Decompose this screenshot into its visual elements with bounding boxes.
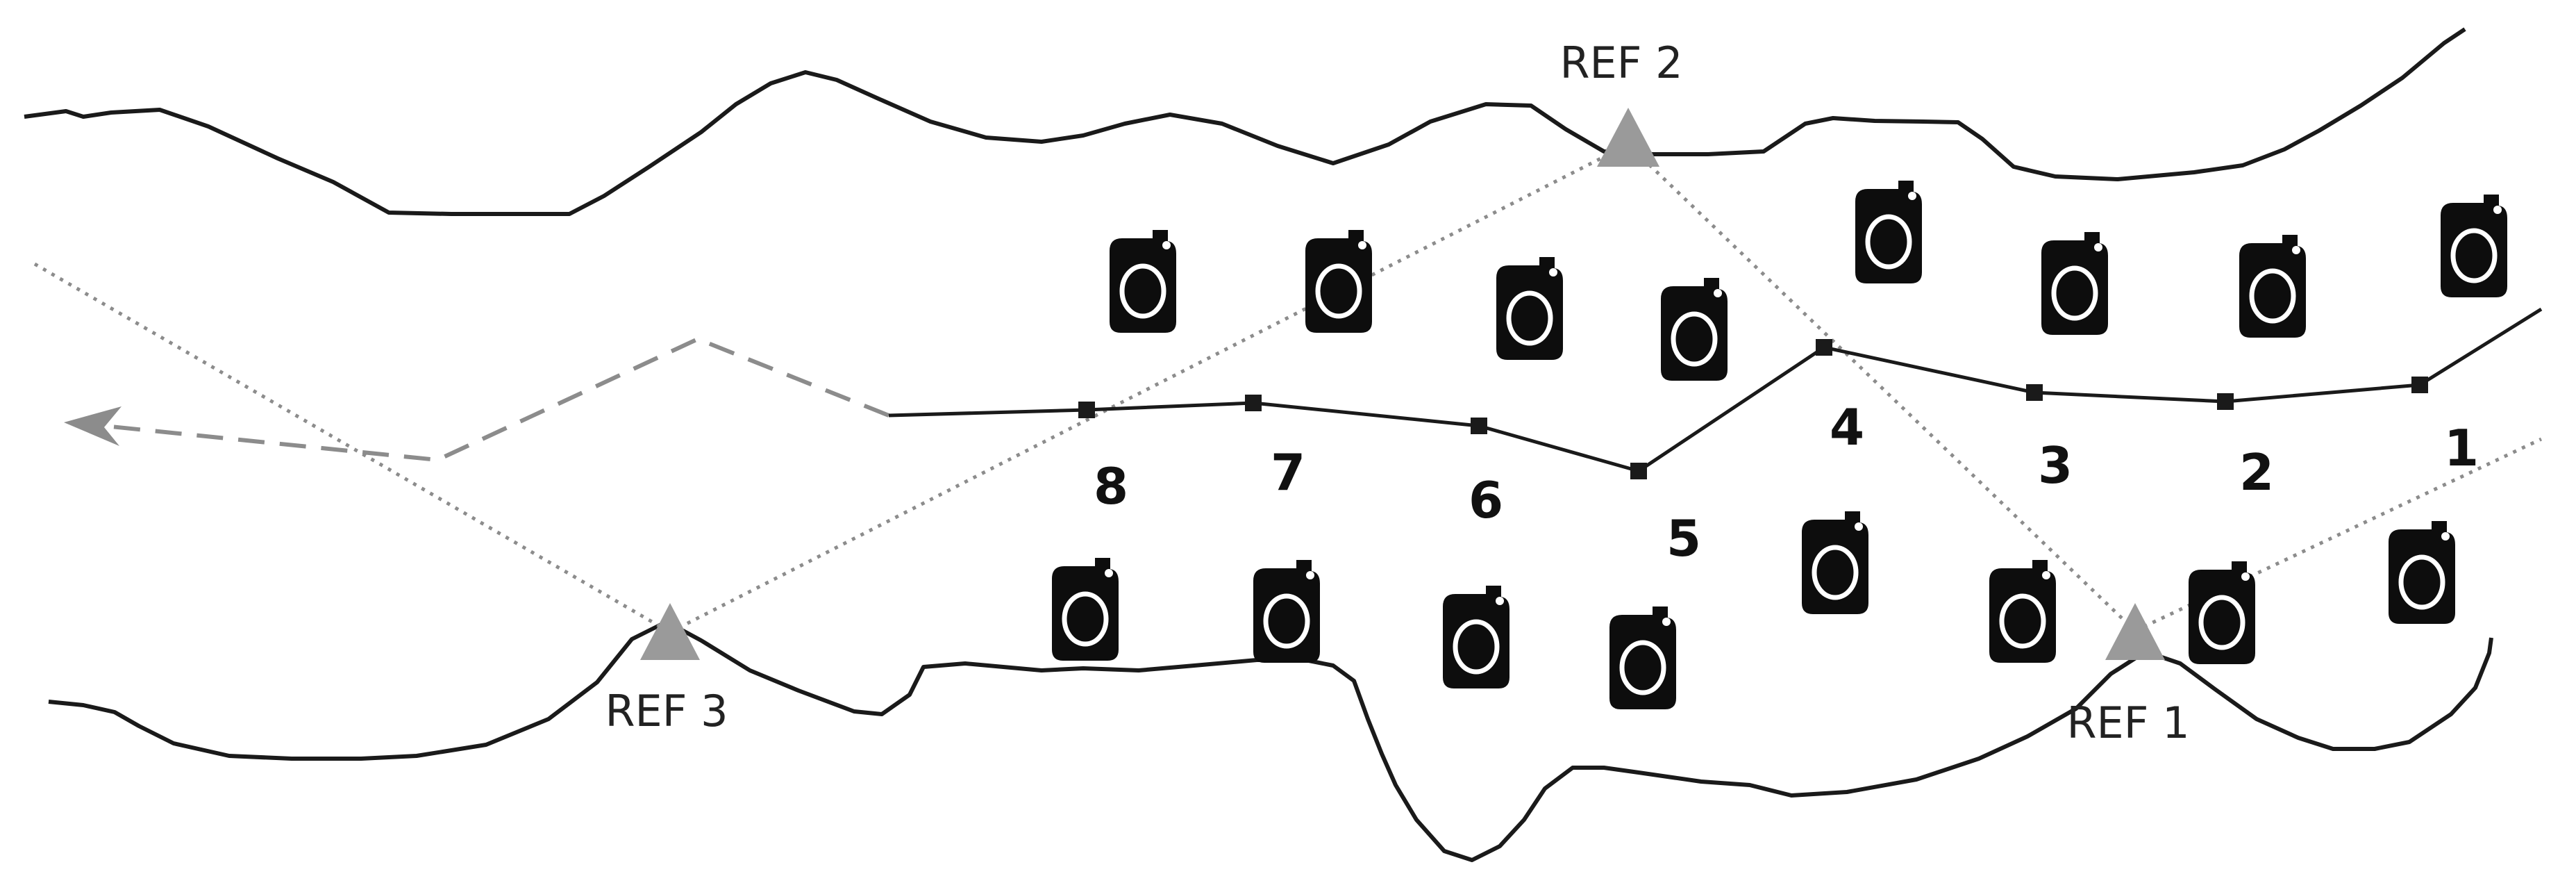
camera-icon: [2041, 232, 2108, 335]
station-node-8: [1078, 402, 1095, 418]
camera-icon: [1989, 560, 2056, 663]
camera-icon: [1052, 558, 1119, 661]
camera-icon: [2239, 235, 2306, 338]
camera-icon: [1802, 511, 1868, 614]
sight-line-ref3-upstream: [33, 262, 671, 634]
station-label-3: 3: [2038, 436, 2073, 495]
camera-icon: [1443, 586, 1509, 688]
station-label-6: 6: [1469, 471, 1503, 529]
lower-bank-line: [48, 620, 2493, 862]
station-label-4: 4: [1830, 398, 1864, 456]
station-node-6: [1471, 418, 1487, 434]
station-label-8: 8: [1094, 457, 1128, 515]
station-nodes: [1078, 339, 2428, 479]
station-label-1: 1: [2444, 419, 2479, 477]
station-node-3: [2026, 384, 2043, 401]
station-label-2: 2: [2239, 443, 2274, 502]
dashed-flow-path: [97, 336, 890, 463]
camera-icon: [1496, 257, 1563, 360]
transect-line: [888, 307, 2543, 473]
ref-label-2: REF 2: [1559, 38, 1682, 88]
arrow-left-icon: [64, 406, 122, 446]
station-node-4: [1816, 339, 1832, 356]
camera-icon: [2189, 561, 2255, 664]
camera-icon: [1855, 181, 1922, 283]
camera-icon: [2441, 195, 2507, 297]
station-node-2: [2217, 393, 2234, 410]
camera-icon: [1609, 606, 1676, 709]
camera-icon: [1110, 230, 1176, 333]
station-node-7: [1245, 395, 1262, 411]
ref-label-3: REF 3: [605, 686, 728, 736]
triangle-reference-icon: [1597, 108, 1659, 167]
upper-bank-line: [24, 27, 2466, 216]
station-node-1: [2411, 377, 2428, 393]
station-node-5: [1630, 463, 1647, 479]
sight-line-ref1-downstream: [2134, 437, 2543, 633]
camera-icon: [1661, 278, 1728, 381]
sight-line-ref2-ref1: [1627, 143, 2136, 632]
triangle-reference-icon: [2105, 603, 2165, 660]
station-label-7: 7: [1271, 443, 1305, 502]
station-label-5: 5: [1666, 509, 1701, 568]
camera-icon: [2389, 521, 2455, 624]
camera-icon: [1305, 230, 1372, 333]
sight-line-ref3-ref2: [669, 142, 1630, 634]
ref-label-1: REF 1: [2066, 698, 2189, 748]
triangle-reference-icon: [640, 603, 700, 660]
camera-icon: [1253, 560, 1320, 663]
